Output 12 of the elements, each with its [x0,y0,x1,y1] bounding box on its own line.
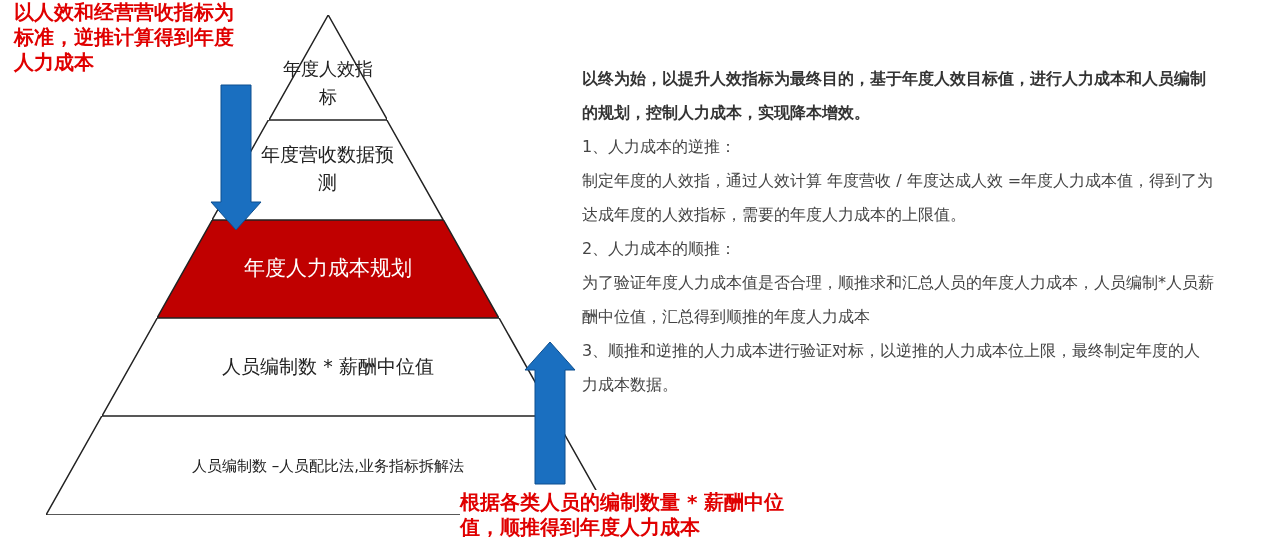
layer-label: 人员编制数 –人员配比法,业务指标拆解法 [190,456,465,477]
layer-label: 年度人力成本规划 [243,255,413,282]
block-arrow [524,341,576,485]
layer-label: 年度营收数据预测 [260,142,396,195]
summary-paragraph: 以终为始，以提升人效指标为最终目的，基于年度人效目标值，进行人力成本和人员编制的规划，控制人力成本，实现降本增效。 [582,68,1207,124]
note-paragraph: 3、顺推和逆推的人力成本进行验证对标，以逆推的人力成本位上限，最终制定年度的人力成本数据。 [582,340,1202,396]
block-arrow [210,84,262,231]
note-paragraph: 为了验证年度人力成本值是否合理，顺推求和汇总人员的年度人力成本，人员编制*人员薪酬中位值，汇总得到顺推的年度人力成本 [582,272,1214,328]
layer-label: 人员编制数 * 薪酬中位值 [221,354,435,379]
note-paragraph: 2、人力成本的顺推： [582,238,738,260]
note-paragraph: 1、人力成本的逆推： [582,136,738,158]
note-paragraph: 制定年度的人效指，通过人效计算 年度营收 / 年度达成人效 =年度人力成本值，得到了为达成年度的人效指标，需要的年度人力成本的上限值。 [582,170,1214,226]
